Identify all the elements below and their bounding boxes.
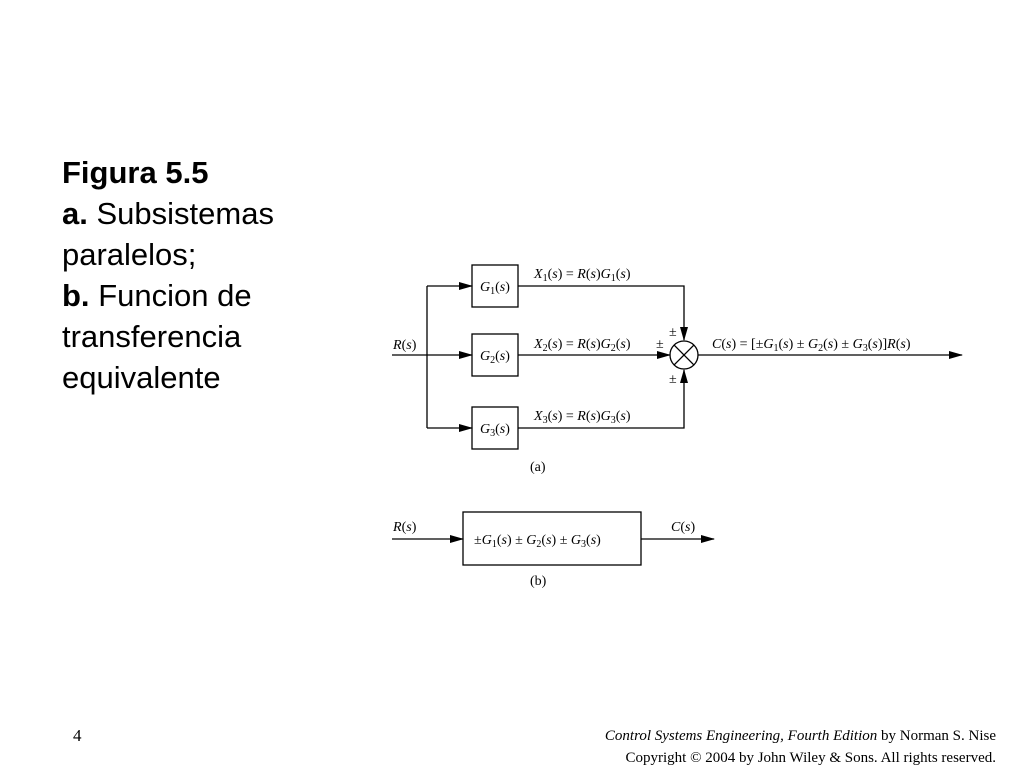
input-label-b: R(s) — [392, 520, 417, 535]
block-label-g1: G1(s) — [480, 280, 510, 297]
block-label-g3: G3(s) — [480, 422, 510, 439]
part-b-text: Funcion de transferencia equivalente — [62, 278, 252, 395]
sign-left: ± — [656, 337, 664, 352]
input-label-a: R(s) — [392, 338, 417, 353]
part-a-text: Subsistemas paralelos; — [62, 196, 274, 272]
figure-number: Figura 5.5 — [62, 155, 209, 190]
branch-line-1 — [518, 285, 688, 341]
page-number: 4 — [73, 726, 82, 745]
sign-bottom: ± — [669, 372, 677, 387]
branch-signal-3: X3(s) = R(s)G3(s) — [533, 409, 631, 426]
part-b-letter: b. — [62, 278, 90, 313]
book-author: by Norman S. Nise — [877, 728, 996, 744]
diagram-b — [392, 511, 715, 566]
diagram-a-labels: R(s) G1(s) G2(s) G3(s) X1(s) = R(s)G1(s)… — [392, 267, 911, 475]
branch-signal-2: X2(s) = R(s)G2(s) — [533, 337, 631, 354]
output-label-a: C(s) = [±G1(s) ± G2(s) ± G3(s)]R(s) — [712, 337, 911, 354]
caption-a: (a) — [530, 460, 546, 475]
equivalent-block-label: ±G1(s) ± G2(s) ± G3(s) — [474, 533, 601, 550]
part-a-caption: a. Subsistemas paralelos; — [62, 193, 362, 275]
sign-top: ± — [669, 325, 677, 340]
diagram-a — [392, 264, 963, 450]
copyright: Copyright © 2004 by John Wiley & Sons. A… — [625, 750, 996, 766]
output-label-b: C(s) — [671, 520, 695, 535]
part-b-caption: b. Funcion de transferencia equivalente — [62, 275, 362, 398]
branch-line-3 — [518, 369, 688, 429]
part-a-letter: a. — [62, 196, 88, 231]
footer-credit: Control Systems Engineering, Fourth Edit… — [605, 725, 996, 769]
summing-cross-2 — [673, 344, 695, 366]
figure-title: Figura 5.5 a. Subsistemas paralelos; b. … — [62, 152, 362, 398]
book-title: Control Systems Engineering, Fourth Edit… — [604, 728, 878, 744]
diagram-b-labels: R(s) ±G1(s) ± G2(s) ± G3(s) C(s) (b) — [392, 520, 695, 589]
book-credit: Control Systems Engineering, Fourth Edit… — [605, 725, 996, 747]
branch-signal-1: X1(s) = R(s)G1(s) — [533, 267, 631, 284]
caption-b: (b) — [530, 574, 547, 589]
block-label-g2: G2(s) — [480, 349, 510, 366]
